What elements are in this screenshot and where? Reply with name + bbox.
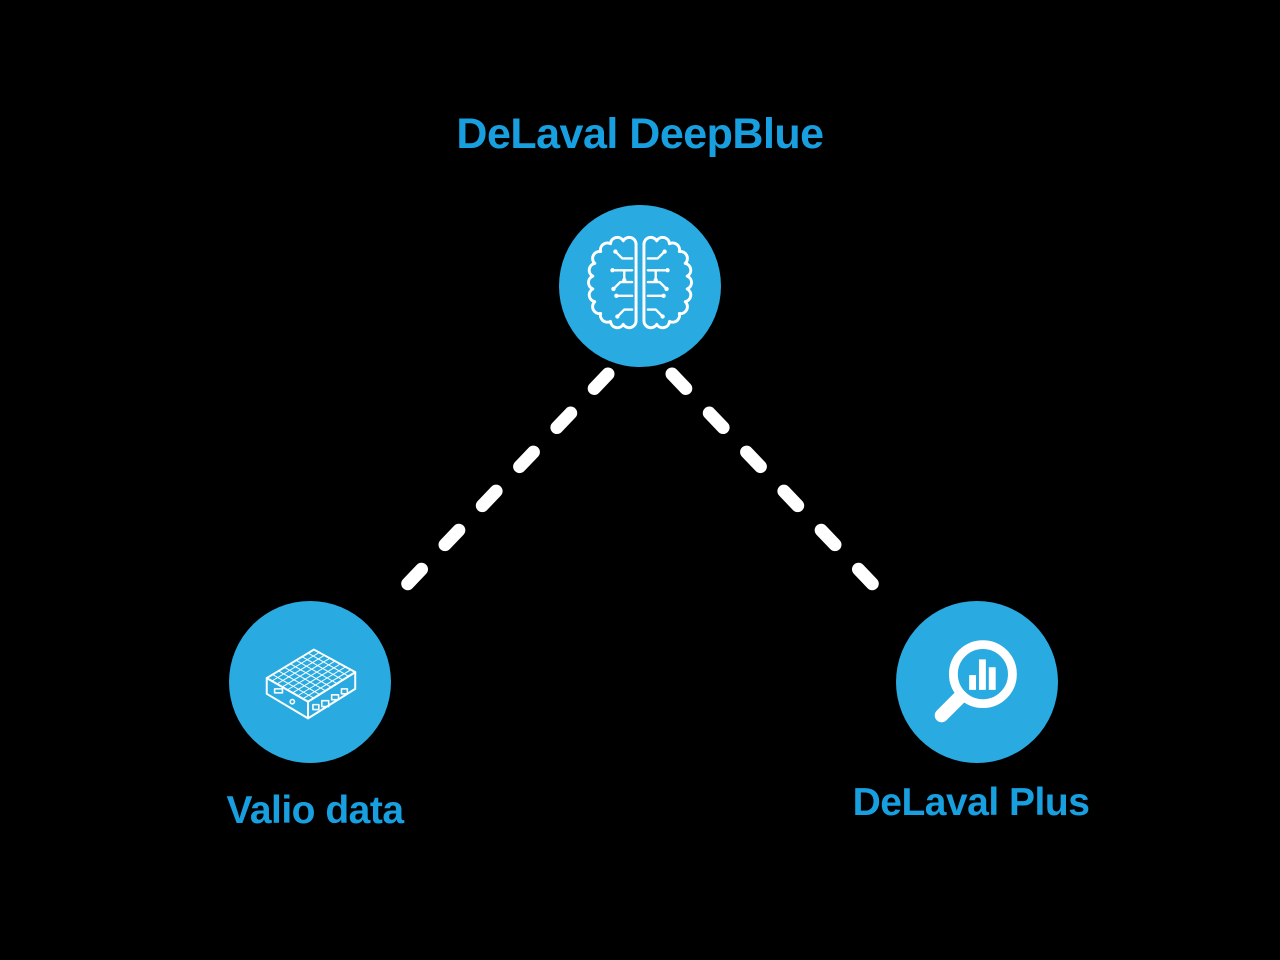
deepblue-node-circle [559,205,721,367]
connector-top-to-right [665,367,891,603]
ai-brain-icon [587,235,693,330]
valio-data-node-circle [229,601,391,763]
bar-chart-bars [969,659,996,690]
deepblue-node-label: DeLaval DeepBlue [456,110,824,158]
delaval-plus-node-circle [896,601,1058,763]
magnifier-bar-chart-icon [934,640,1017,723]
connector-top-to-left [389,367,615,603]
delaval-plus-node-label: DeLaval Plus [852,781,1090,824]
device-box-icon [265,648,357,720]
valio-data-node-label: Valio data [226,789,404,832]
